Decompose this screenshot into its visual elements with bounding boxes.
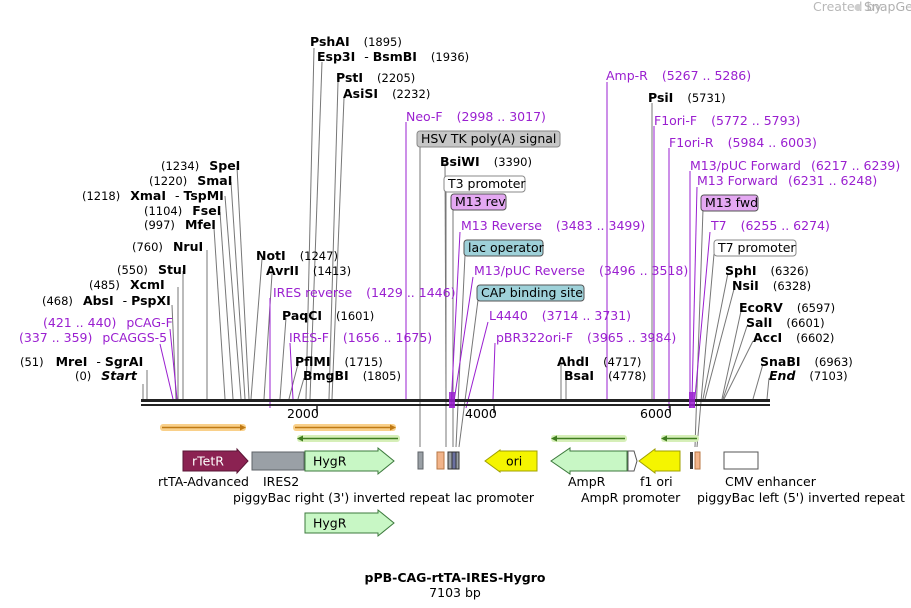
- svg-text:(1234)SpeI: (1234)SpeI: [161, 158, 240, 173]
- hsv-tk-label: HSV TK poly(A) signal: [421, 131, 556, 146]
- snapgene-logo-icon: [854, 4, 862, 11]
- svg-text:PstI(2205): PstI(2205): [336, 70, 415, 85]
- svg-text:SphI(6326): SphI(6326): [725, 263, 809, 278]
- piggybac-left-label: piggyBac left (5') inverted repeat: [697, 490, 905, 505]
- orf-row: [160, 424, 699, 442]
- t7-promoter-label: T7 promoter: [717, 240, 796, 255]
- hygr-label: HygR: [313, 454, 347, 469]
- svg-text:NsiI(6328): NsiI(6328): [732, 278, 811, 293]
- enzyme-leaders: [142, 47, 770, 448]
- svg-text:IRES-F(1656 .. 1675): IRES-F(1656 .. 1675): [289, 330, 432, 345]
- boxed-labels: HSV TK poly(A) signal T3 promoter M13 re…: [416, 130, 797, 302]
- svg-text:(997)MfeI: (997)MfeI: [144, 217, 216, 232]
- svg-text:SalI(6601): SalI(6601): [746, 315, 825, 330]
- rtetr-label: rTetR: [192, 454, 224, 469]
- svg-text:(0)Start: (0)Start: [75, 368, 138, 383]
- ires2-label: IRES2: [263, 474, 299, 489]
- svg-text:pBR322ori-F(3965 .. 3984): pBR322ori-F(3965 .. 3984): [496, 330, 676, 345]
- snapgene-brand: SnapGene: [864, 0, 911, 14]
- svg-text:(1104)FseI: (1104)FseI: [144, 203, 221, 218]
- rtetr-feature: [182, 447, 249, 475]
- svg-text:F1ori-R(5984 .. 6003): F1ori-R(5984 .. 6003): [669, 135, 817, 150]
- ori-label: ori: [506, 454, 522, 469]
- svg-text:T7(6255 .. 6274): T7(6255 .. 6274): [710, 218, 830, 233]
- cmv-enhancer-label: CMV enhancer: [725, 474, 817, 489]
- ires2-feature: [251, 451, 305, 471]
- svg-text:M13 Reverse(3483 .. 3499): M13 Reverse(3483 .. 3499): [461, 218, 645, 233]
- ampr-promoter-label: AmpR promoter: [581, 490, 681, 505]
- tick-label-4000: 4000: [465, 406, 497, 421]
- rtta-advanced-label: rtTA-Advanced: [158, 474, 249, 489]
- svg-text:PflMI(1715): PflMI(1715): [295, 354, 383, 369]
- svg-text:SnaBI(6963): SnaBI(6963): [760, 354, 853, 369]
- svg-text:AvrII(1413): AvrII(1413): [266, 263, 351, 278]
- svg-text:AhdI(4717): AhdI(4717): [557, 354, 641, 369]
- plasmid-title: pPB-CAG-rtTA-IRES-Hygro: [365, 570, 546, 585]
- svg-text:PsiI(5731): PsiI(5731): [648, 90, 726, 105]
- svg-text:L4440(3714 .. 3731): L4440(3714 .. 3731): [489, 308, 631, 323]
- f1-ori-feature: [638, 448, 681, 474]
- svg-text:EcoRV(6597): EcoRV(6597): [739, 300, 835, 315]
- hygr-feature: [304, 446, 395, 476]
- svg-text:BmgBI(1805): BmgBI(1805): [303, 368, 401, 383]
- svg-text:AsiSI(2232): AsiSI(2232): [343, 86, 430, 101]
- tick-label-6000: 6000: [640, 406, 672, 421]
- svg-text:M13/pUC Reverse(3496 .. 3518): M13/pUC Reverse(3496 .. 3518): [474, 263, 688, 278]
- svg-text:IRES reverse(1429 .. 1446): IRES reverse(1429 .. 1446): [273, 285, 455, 300]
- hygr2-feature: [304, 508, 395, 538]
- svg-text:(51)MreI - SgrAI: (51)MreI - SgrAI: [20, 354, 143, 369]
- svg-text:(1220)SmaI: (1220)SmaI: [149, 173, 232, 188]
- created-by-text: Created by: [813, 0, 882, 14]
- svg-text:(760)NruI: (760)NruI: [132, 239, 203, 254]
- svg-text:F1ori-F(5772 .. 5793): F1ori-F(5772 .. 5793): [654, 113, 800, 128]
- primer-leaders: [159, 82, 711, 409]
- f1-ori-label: f1 ori: [640, 474, 673, 489]
- svg-text:BsiWI(3390): BsiWI(3390): [440, 154, 532, 169]
- hygr2-label: HygR: [313, 516, 347, 531]
- svg-text:M13/pUC Forward(6217 .. 6239): M13/pUC Forward(6217 .. 6239): [690, 158, 900, 173]
- ampr-feature: [550, 447, 628, 475]
- m13-rev-label: M13 rev: [455, 194, 506, 209]
- svg-text:NotI(1247): NotI(1247): [256, 248, 338, 263]
- svg-text:(468)AbsI - PspXI: (468)AbsI - PspXI: [42, 293, 171, 308]
- svg-text:BsaI(4778): BsaI(4778): [564, 368, 646, 383]
- svg-text:(485)XcmI: (485)XcmI: [89, 277, 165, 292]
- tick-label-2000: 2000: [287, 406, 319, 421]
- features-row: rTetR HygR ori HygR: [182, 446, 759, 538]
- svg-text:Amp-R(5267 .. 5286): Amp-R(5267 .. 5286): [606, 68, 751, 83]
- lac-operator-label: lac operator: [468, 240, 545, 255]
- t3-promoter-label: T3 promoter: [447, 176, 526, 191]
- svg-text:(550)StuI: (550)StuI: [117, 262, 186, 277]
- svg-text:PaqCI(1601): PaqCI(1601): [282, 308, 374, 323]
- ampr-promoter-feature: [627, 450, 638, 472]
- ori-feature: [484, 449, 538, 473]
- svg-text:Neo-F(2998 .. 3017): Neo-F(2998 .. 3017): [406, 109, 546, 124]
- piggybac-right-label: piggyBac right (3') inverted repeat: [233, 490, 450, 505]
- svg-text:Esp3I - BsmBI(1936): Esp3I - BsmBI(1936): [317, 49, 469, 64]
- cap-binding-site-label: CAP binding site: [481, 285, 583, 300]
- primer-labels: (421 .. 440)pCAG-F (337 .. 359)pCAGGS-5 …: [19, 68, 900, 345]
- enzyme-labels: (51)MreI - SgrAI (0)Start (468)AbsI - Ps…: [20, 34, 853, 383]
- svg-text:AccI(6602): AccI(6602): [753, 330, 834, 345]
- svg-text:(1218)XmaI - TspMI: (1218)XmaI - TspMI: [82, 188, 224, 203]
- svg-text:(337 .. 359)pCAGGS-5: (337 .. 359)pCAGGS-5: [19, 330, 167, 345]
- backbone: 2000 4000 6000: [141, 392, 770, 421]
- lac-promoter-label: lac promoter: [454, 490, 535, 505]
- svg-text:End(7103): End(7103): [769, 368, 848, 383]
- svg-text:(421 .. 440)pCAG-F: (421 .. 440)pCAG-F: [43, 315, 173, 330]
- cmv-enhancer-feature: [723, 451, 759, 470]
- svg-text:PshAI(1895): PshAI(1895): [310, 34, 402, 49]
- ampr-label: AmpR: [568, 474, 606, 489]
- feature-labels: rtTA-Advanced IRES2 piggyBac right (3') …: [158, 474, 905, 505]
- m13-fwd-label: M13 fwd: [705, 195, 758, 210]
- plasmid-length: 7103 bp: [429, 585, 481, 600]
- svg-text:M13 Forward(6231 .. 6248): M13 Forward(6231 .. 6248): [697, 173, 877, 188]
